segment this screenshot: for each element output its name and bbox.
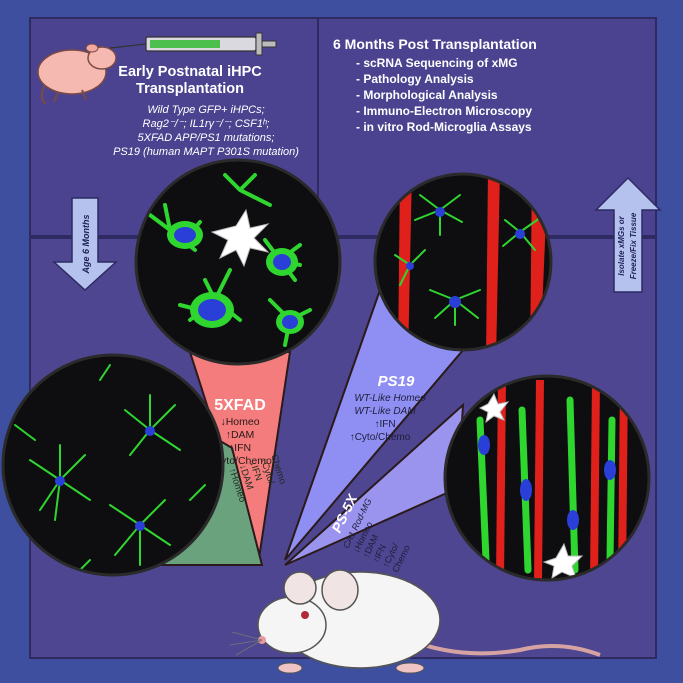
wedge-5xfad-title: 5XFAD (214, 397, 266, 414)
age-arrow: Age 6 Months (52, 197, 118, 292)
right-title: 6 Months Post Transplantation (333, 36, 537, 52)
wedge-ps19-line: ↑Cyto/Chemo (350, 432, 411, 443)
detail-line: PS19 (human MAPT P301S mutation) (113, 146, 299, 158)
wedge-ps19-title: PS19 (378, 373, 415, 390)
method-item: - Pathology Analysis (356, 72, 474, 86)
syringe-illustration (109, 32, 277, 56)
isolate-arrow-label-line1: Isolate xMGs or (617, 215, 626, 275)
tau-tangles (496, 380, 628, 580)
wedge-5xfad-line: ↑DAM (226, 429, 255, 441)
method-item: - Morphological Analysis (356, 88, 498, 102)
circle-wt (1, 353, 225, 577)
isolate-arrow: Isolate xMGs or Freeze/Fix Tissue (594, 176, 662, 293)
method-item: - scRNA Sequencing of xMG (356, 56, 518, 70)
left-title-line1: Early Postnatal iHPC (118, 64, 262, 80)
age-arrow-label: Age 6 Months (81, 214, 91, 274)
wedge-ps19-line: ↑IFN (374, 419, 395, 430)
detail-line: Rag2⁻/⁻; IL1rγ⁻/⁻; CSF1ʰ; (143, 118, 270, 130)
detail-line: 5XFAD APP/PS1 mutations; (138, 132, 275, 144)
wedge-5xfad-line: ↓Homeo (220, 416, 259, 428)
detail-line: Wild Type GFP+ iHPCs; (147, 104, 264, 116)
circle-ps19 (373, 172, 553, 352)
wedge-ps19-line: WT-Like DAM (354, 406, 416, 417)
tau-tangles (398, 174, 548, 350)
mouse-pup-illustration (37, 43, 117, 105)
wedge-5xfad-line: ↑IFN (229, 442, 251, 454)
isolate-arrow-label-line2: Freeze/Fix Tissue (629, 212, 638, 279)
method-item: - Immuno-Electron Microscopy (356, 104, 532, 118)
wedge-ps19-line: WT-Like Homeo (354, 393, 426, 404)
left-title-line2: Transplantation (136, 81, 244, 97)
circle-ps5x (443, 374, 651, 582)
mouse-illustration (229, 569, 601, 674)
method-item: - in vitro Rod-Microglia Assays (356, 120, 532, 134)
